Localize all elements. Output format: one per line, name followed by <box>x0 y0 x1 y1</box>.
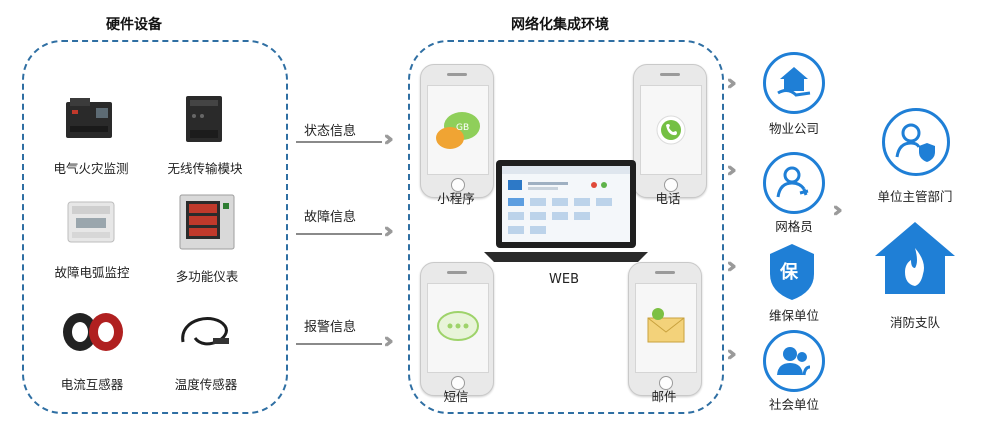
mini-program-chat-icon: GB <box>436 112 480 149</box>
flow-chevron-status-icon: ››› <box>383 127 395 152</box>
device-label-temperature: 温度传感器 <box>174 377 238 392</box>
device-label-arc-fault: 故障电弧监控 <box>54 265 130 280</box>
current-transformer-icon <box>63 313 123 351</box>
device-label-current-transformer: 电流互感器 <box>60 377 124 392</box>
flow-label-status: 状态信息 <box>304 124 357 139</box>
chevron-to-social-icon: ››› <box>726 342 738 367</box>
flow-label-fault: 故障信息 <box>304 210 357 225</box>
authority-label-department: 单位主管部门 <box>877 189 953 204</box>
phone-call-icon <box>656 115 686 145</box>
chevron-to-maintenance-icon: ››› <box>726 254 738 279</box>
channel-label-web: WEB <box>549 272 579 287</box>
web-laptop-icon <box>484 160 648 262</box>
recipient-label-maintenance: 维保单位 <box>768 308 820 323</box>
wireless-transmission-module-icon <box>186 96 222 142</box>
email-envelope-icon <box>647 308 685 343</box>
flow-line-status <box>296 141 382 143</box>
svg-text:保: 保 <box>779 261 799 283</box>
channel-label-mini-program: 小程序 <box>437 191 475 206</box>
recipient-label-grid: 网格员 <box>775 219 813 234</box>
flow-chevron-alarm-icon: ››› <box>383 329 395 354</box>
hardware-box <box>22 40 288 414</box>
network-box <box>408 40 724 414</box>
flow-line-alarm <box>296 343 382 345</box>
multifunction-meter-icon <box>179 194 235 250</box>
flow-label-alarm: 报警信息 <box>304 320 357 335</box>
chevron-to-grid-icon: ››› <box>726 158 738 183</box>
competent-department-icon <box>882 108 950 176</box>
svg-text:GB: GB <box>456 123 469 133</box>
hardware-title: 硬件设备 <box>106 17 162 33</box>
recipient-label-social: 社会单位 <box>768 397 820 412</box>
device-label-wireless: 无线传输模块 <box>167 161 243 176</box>
property-company-icon <box>763 52 825 114</box>
maintenance-unit-icon: 保 <box>770 244 814 300</box>
device-label-electrical-fire: 电气火灾监测 <box>53 161 129 176</box>
recipient-label-property: 物业公司 <box>768 121 820 136</box>
channel-label-sms: 短信 <box>443 389 469 404</box>
social-unit-icon <box>763 330 825 392</box>
flow-line-fault <box>296 233 382 235</box>
phone-mini-program: GB <box>420 64 494 198</box>
temperature-sensor-icon <box>181 317 229 346</box>
network-title: 网络化集成环境 <box>511 17 609 33</box>
fire-brigade-icon <box>875 222 955 294</box>
grid-member-icon <box>763 152 825 214</box>
electrical-fire-monitor-icon <box>66 98 112 138</box>
chevron-to-property-icon: ››› <box>726 71 738 96</box>
channel-label-phone: 电话 <box>655 191 681 206</box>
phone-email <box>628 262 702 396</box>
phone-call <box>633 64 707 198</box>
chevron-to-authorities-icon: ››› <box>832 198 844 223</box>
flow-chevron-fault-icon: ››› <box>383 219 395 244</box>
phone-sms <box>420 262 494 396</box>
device-label-meter: 多功能仪表 <box>175 269 239 284</box>
authority-label-fire-brigade: 消防支队 <box>889 315 941 330</box>
sms-bubble-icon <box>437 311 479 341</box>
channel-label-email: 邮件 <box>651 389 677 404</box>
arc-fault-monitor-icon <box>67 201 115 243</box>
